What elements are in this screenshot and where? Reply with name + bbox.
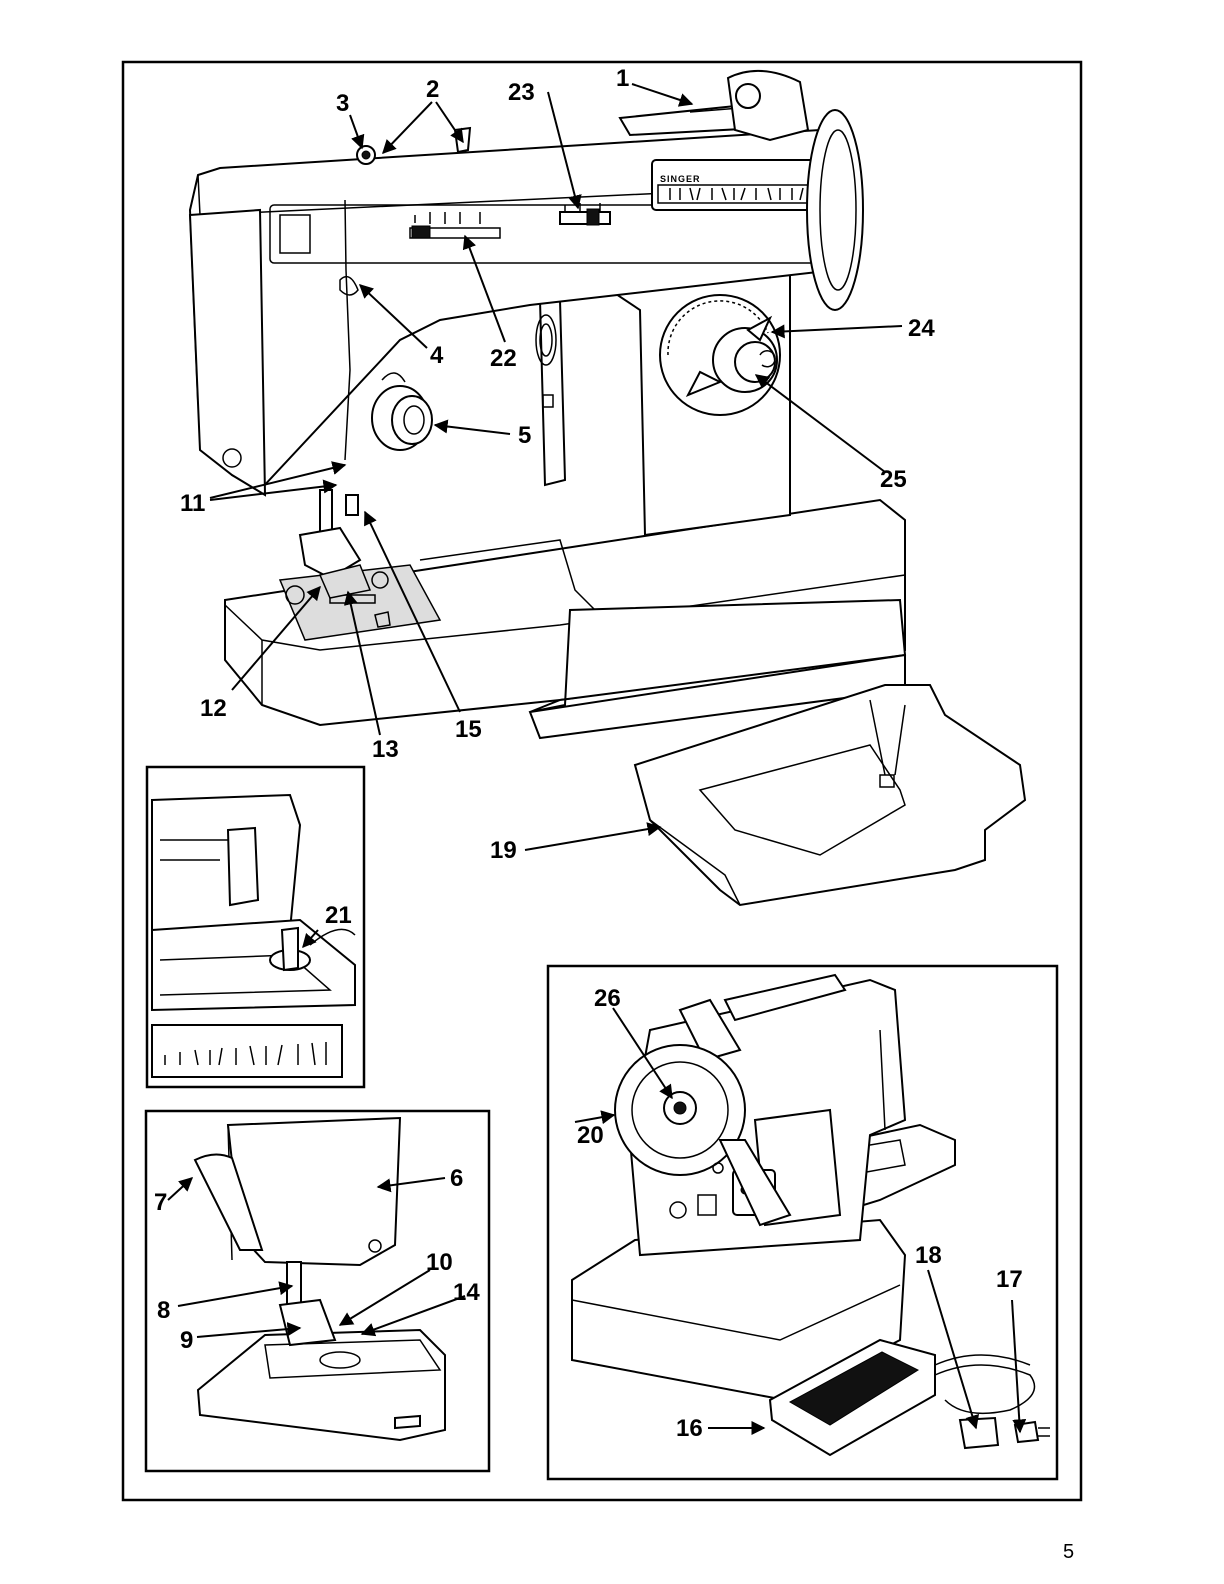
callout-16: 16 [676,1415,703,1442]
callout-10: 10 [426,1249,453,1276]
callout-18: 18 [915,1242,942,1269]
callout-15: 15 [455,716,482,743]
callout-11: 11 [180,490,205,517]
callout-9: 9 [180,1327,193,1354]
callout-20: 20 [577,1122,604,1149]
callout-8: 8 [157,1297,170,1324]
callout-5: 5 [518,422,531,449]
main-machine-illustration: SINGER [190,71,905,738]
callout-23: 23 [508,79,535,106]
inset-rear-view [548,966,1057,1479]
callout-12: 12 [200,695,227,722]
callout-22: 22 [490,345,517,372]
callout-17: 17 [996,1266,1023,1293]
callout-1: 1 [616,65,629,92]
callout-21: 21 [325,902,352,929]
callout-7: 7 [154,1189,167,1216]
callout-25: 25 [880,466,907,493]
page-number: 5 [1063,1541,1074,1564]
callout-14: 14 [453,1279,480,1306]
callout-3: 3 [336,90,349,117]
inset-presser-foot [146,1111,489,1471]
callout-4: 4 [430,342,444,369]
callout-26: 26 [594,985,621,1012]
callout-24: 24 [908,315,935,342]
callout-13: 13 [372,736,399,763]
callout-6: 6 [450,1165,463,1192]
brand-logo-text: SINGER [660,174,701,184]
callout-2: 2 [426,76,439,103]
callout-19: 19 [490,837,517,864]
